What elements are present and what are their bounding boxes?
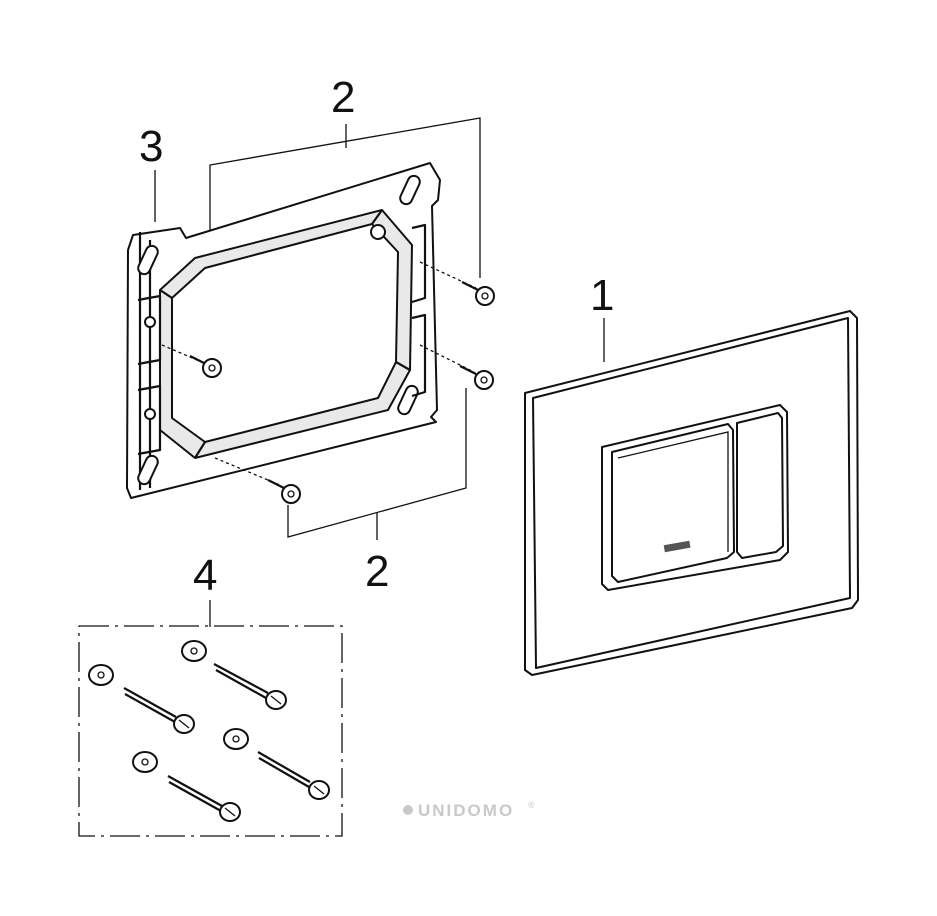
wall-screw-1 (181, 640, 287, 710)
frame-screw-1 (161, 344, 222, 378)
frame-screw-3 (419, 344, 494, 390)
watermark-text: UNIDOMO (418, 801, 514, 820)
wall-screw-2 (88, 664, 195, 734)
frame-screw-4 (214, 457, 301, 504)
watermark-registered: ® (528, 800, 535, 810)
callout-2-bottom: 2 (365, 547, 389, 596)
fixing-set-box (78, 625, 343, 837)
flush-plate (524, 310, 859, 676)
frame-screw-2 (419, 261, 495, 306)
callout-2-top: 2 (331, 73, 355, 122)
mounting-frame (126, 162, 441, 499)
callout-3: 3 (139, 122, 163, 171)
wall-screw-3 (223, 728, 330, 800)
watermark: UNIDOMO ® (403, 800, 535, 820)
brand-logo-mark (663, 540, 691, 553)
watermark-drop-icon (403, 805, 413, 815)
wall-screw-4 (132, 751, 241, 822)
callout-4: 4 (193, 551, 217, 600)
callout-1: 1 (590, 271, 614, 320)
